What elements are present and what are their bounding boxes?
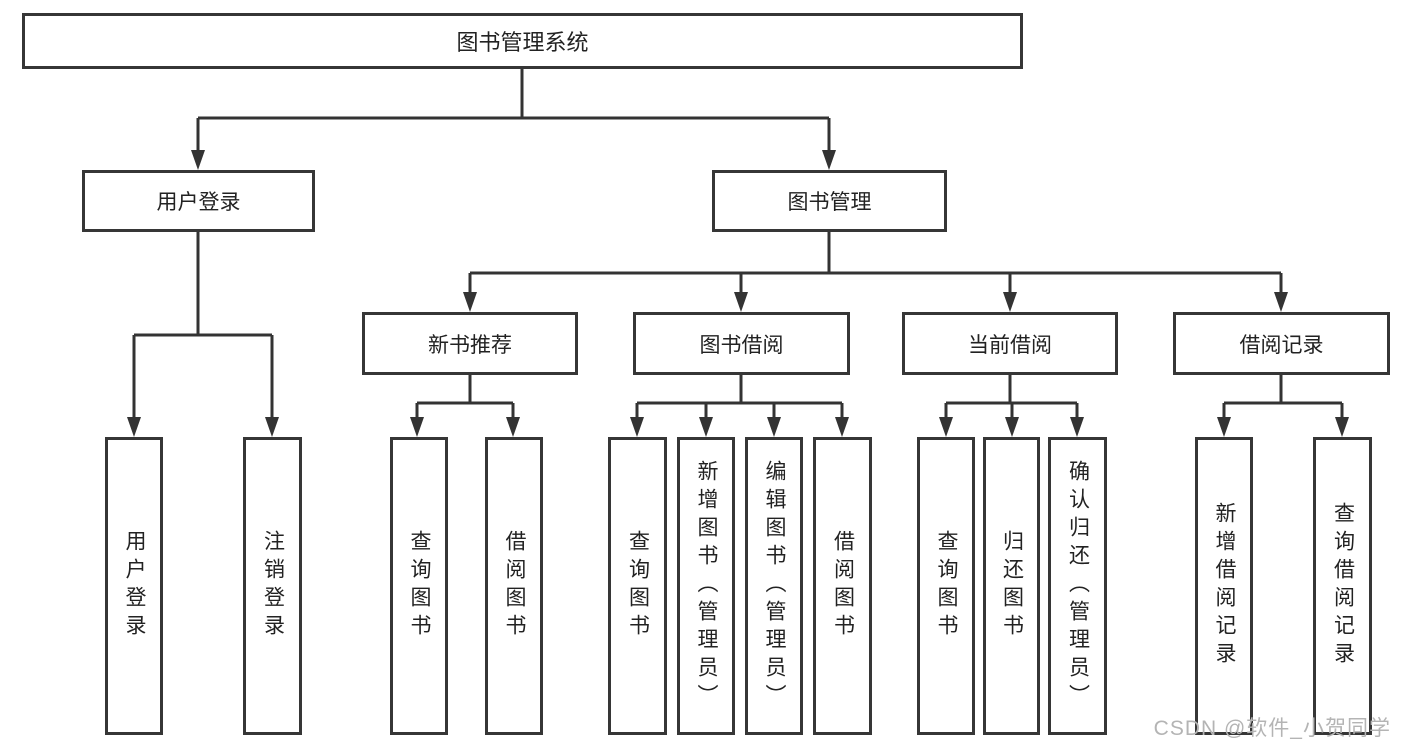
leaf-borrow-books-recommend: 借阅图书 [485,437,543,735]
leaf-logout: 注销登录 [243,437,302,735]
leaf-add-books-admin: 新增图书（管理员） [677,437,735,735]
node-user-login: 用户登录 [82,170,315,232]
leaf-query-books-borrow: 查询图书 [608,437,667,735]
leaf-confirm-return-admin: 确认归还（管理员） [1048,437,1107,735]
csdn-watermark: CSDN @软件_小贺同学 [1153,717,1391,740]
node-current-borrowing: 当前借阅 [902,312,1118,375]
arrowheads [127,150,1349,437]
leaf-query-books-recommend: 查询图书 [390,437,448,735]
leaf-add-borrow-record: 新增借阅记录 [1195,437,1253,735]
leaf-return-books: 归还图书 [983,437,1040,735]
leaf-borrow-books: 借阅图书 [813,437,872,735]
leaf-user-login: 用户登录 [105,437,163,735]
leaf-query-books-current: 查询图书 [917,437,975,735]
node-new-book-recommendation: 新书推荐 [362,312,578,375]
leaf-edit-books-admin: 编辑图书（管理员） [745,437,803,735]
leaf-query-borrow-record: 查询借阅记录 [1313,437,1372,735]
node-book-borrowing: 图书借阅 [633,312,850,375]
node-borrowing-records: 借阅记录 [1173,312,1390,375]
node-book-management: 图书管理 [712,170,947,232]
node-library-management-system: 图书管理系统 [22,13,1023,69]
